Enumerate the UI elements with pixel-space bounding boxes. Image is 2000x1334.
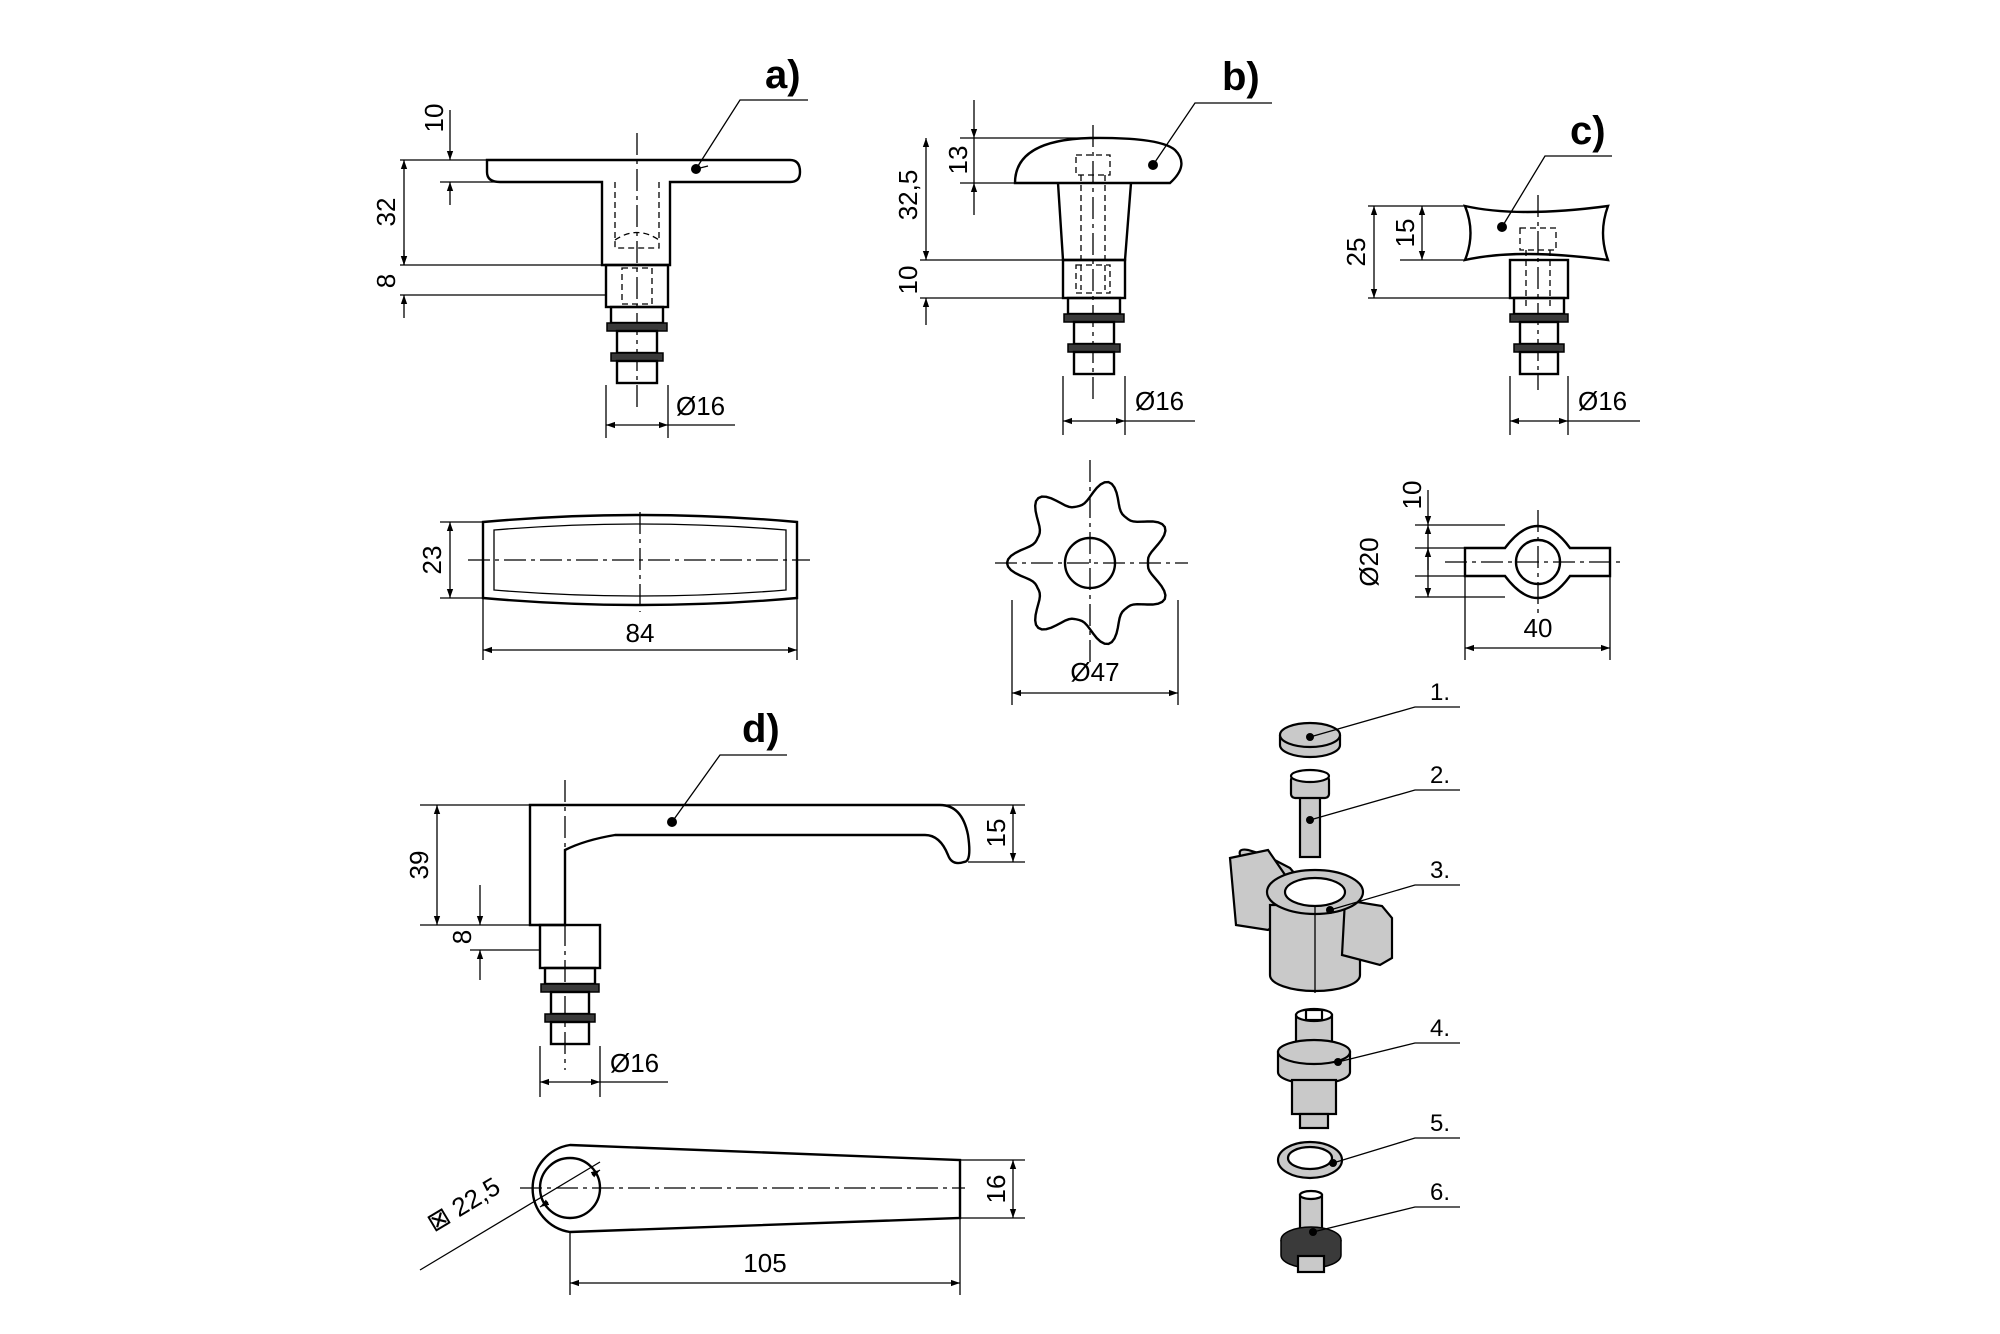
exploded-assembly-view: 1. 2. 3. — [1228, 679, 1460, 1274]
variant-d-dim-shaft-dia: Ø16 — [610, 1048, 659, 1078]
part-6-nut: 6. — [1280, 1179, 1460, 1274]
part-4-insert: 4. — [1276, 1007, 1460, 1130]
variant-c-top-view: 10 Ø20 40 — [1354, 481, 1625, 660]
part-1-number: 1. — [1430, 679, 1450, 706]
variant-d-dim-height: 39 — [404, 851, 434, 880]
variant-b-dim-shaft-dia: Ø16 — [1135, 386, 1184, 416]
variant-b-dim-top: 13 — [943, 146, 973, 175]
variant-d-top-view: 16 ⊠ 22,5 105 — [419, 1143, 1025, 1295]
part-3-number: 3. — [1430, 857, 1450, 884]
variant-c-side-view: c) 15 25 Ø16 — [1341, 109, 1640, 435]
variant-a-dim-width: 23 — [417, 546, 447, 575]
part-6-number: 6. — [1430, 1179, 1450, 1206]
variant-c-label: c) — [1570, 109, 1606, 153]
variant-b-dim-knob-dia: Ø47 — [1070, 657, 1119, 687]
variant-d-side-view: d) 39 8 15 Ø16 — [404, 707, 1025, 1097]
part-1-cap: 1. — [1278, 679, 1460, 759]
part-3-wing-handle: 3. — [1228, 848, 1460, 993]
part-5-number: 5. — [1430, 1110, 1450, 1137]
variant-c-dim-shaft-dia: Ø16 — [1578, 386, 1627, 416]
variant-a-dim-length: 84 — [626, 618, 655, 648]
variant-d-dim-hub: ⊠ 22,5 — [422, 1171, 506, 1238]
part-2-number: 2. — [1430, 762, 1450, 789]
variant-b-label: b) — [1222, 55, 1260, 99]
variant-d-dim-width: 16 — [981, 1175, 1011, 1204]
variant-c-dim-length: 40 — [1524, 613, 1553, 643]
variant-c-dim-height: 25 — [1341, 238, 1371, 267]
variant-c-dim-hub-dia: Ø20 — [1354, 537, 1384, 586]
variant-b-dim-stem: 10 — [893, 266, 923, 295]
variant-a-top-view: 23 84 — [417, 512, 810, 660]
variant-a-dim-height: 32 — [371, 198, 401, 227]
variant-a-label: a) — [765, 53, 801, 97]
variant-a-dim-stem: 8 — [371, 274, 401, 288]
variant-b-side-view: b) 13 32,5 10 Ø16 — [893, 55, 1272, 435]
variant-a-dim-shaft-dia: Ø16 — [676, 391, 725, 421]
part-4-number: 4. — [1430, 1015, 1450, 1042]
variant-d-dim-lever-end: 15 — [981, 819, 1011, 848]
variant-a-dim-top: 10 — [419, 104, 449, 133]
variant-b-dim-height: 32,5 — [893, 170, 923, 221]
variant-a-side-view: a) 10 32 8 Ø16 — [371, 53, 808, 438]
part-5-washer: 5. — [1276, 1110, 1460, 1180]
part-2-pin: 2. — [1289, 762, 1460, 859]
variant-c-dim-top-view: 10 — [1397, 481, 1427, 510]
variant-d-dim-length: 105 — [743, 1248, 786, 1278]
variant-b-top-view: Ø47 — [995, 460, 1188, 705]
variant-c-dim-top: 15 — [1390, 219, 1420, 248]
variant-d-dim-stem: 8 — [447, 930, 477, 944]
variant-d-label: d) — [742, 707, 780, 751]
